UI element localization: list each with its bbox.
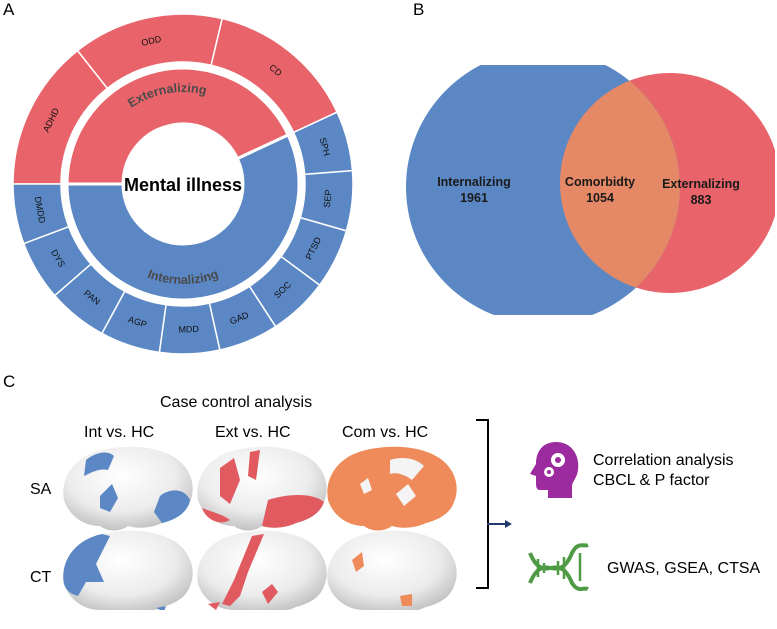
internalizing-segment — [12, 183, 70, 245]
internalizing-group-label: Internalizing — [146, 267, 220, 287]
dna-icon — [528, 543, 589, 591]
correlation-text-line1: Correlation analysis — [593, 452, 734, 469]
panel-label-b: B — [413, 0, 425, 19]
brain-ct-com — [327, 530, 457, 610]
panel-label-a: A — [3, 0, 15, 19]
venn-right-label: Externalizing — [662, 177, 740, 191]
brain-ct-int — [63, 530, 193, 610]
venn-middle-label: Comorbidty — [565, 175, 635, 189]
brain-sa-ext — [197, 446, 327, 531]
venn-left-label: Internalizing — [437, 175, 511, 189]
brain-sa-com — [327, 446, 457, 531]
column-header-com: Com vs. HC — [342, 424, 429, 441]
externalizing-segment-label: ODD — [140, 34, 162, 48]
internalizing-segment-label: SPH — [318, 136, 332, 156]
sunburst-center-label: Mental illness — [124, 175, 242, 195]
column-header-ext: Ext vs. HC — [215, 424, 291, 441]
arrow-icon — [487, 520, 512, 528]
brain-sa-int — [63, 446, 193, 531]
column-header-int: Int vs. HC — [84, 424, 155, 441]
brain-grid — [63, 446, 457, 610]
venn-diagram: Internalizing 1961 Comorbidty 1054 Exter… — [406, 65, 775, 315]
row-label-ct: CT — [30, 569, 52, 586]
sunburst-chart: ADHDODDCDSPHSEPPTSDSOCGADMDDAGPPANDYSDMD… — [12, 13, 354, 355]
bracket — [476, 419, 489, 589]
genetics-text: GWAS, GSEA, CTSA — [607, 560, 761, 577]
venn-left-value: 1961 — [460, 191, 488, 205]
venn-right-value: 883 — [691, 193, 712, 207]
internalizing-segment-label: MDD — [178, 324, 199, 335]
internalizing-segment-label: SEP — [322, 189, 334, 208]
correlation-text-line2: CBCL & P factor — [593, 472, 710, 489]
panel-label-c: C — [3, 372, 16, 391]
venn-overlap — [560, 73, 680, 293]
row-label-sa: SA — [30, 481, 52, 498]
head-gears-icon — [530, 442, 579, 498]
venn-middle-value: 1054 — [586, 191, 614, 205]
internalizing-segment-label: DMDD — [33, 196, 48, 225]
case-control-title: Case control analysis — [160, 394, 313, 411]
brain-ct-ext — [197, 530, 327, 610]
